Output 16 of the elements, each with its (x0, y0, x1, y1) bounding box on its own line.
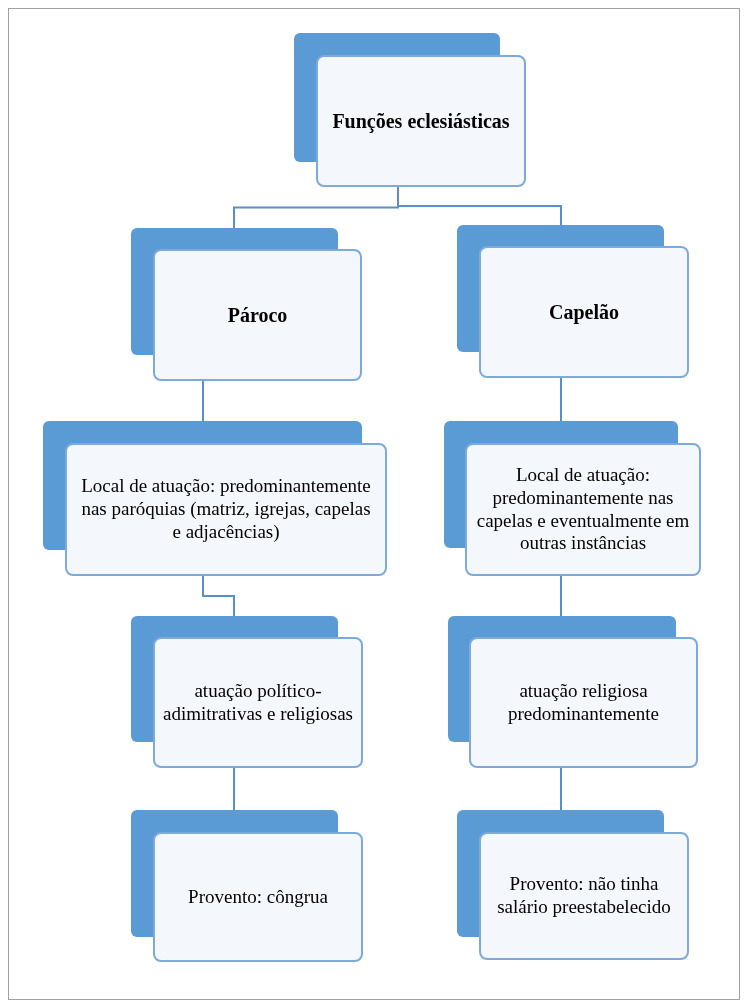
box-text: Pároco (227, 303, 288, 327)
box-text: Provento: não tinha salário preestabelecido (496, 873, 672, 919)
connector-line (560, 575, 562, 617)
connector-line (202, 575, 235, 617)
connector-line (397, 186, 562, 226)
box-text: Local de atuação: predominantemente nas capelas e eventualmente em outras instâncias (475, 463, 691, 556)
connector-line (202, 380, 204, 422)
connector-line (233, 767, 235, 811)
box-text: Capelão (549, 300, 619, 324)
connector-line (560, 377, 562, 422)
box-text: Provento: côngrua (188, 885, 328, 909)
box-text: atuação religiosa predominantemente (507, 679, 660, 726)
box-text: atuação político-adimitrativas e religiosas (163, 679, 353, 726)
box-text: Local de atuação: predominantemente nas paróquias (matriz, igrejas, capelas e adjacências) (80, 475, 372, 544)
connector-line (560, 767, 562, 811)
box-text: Funções eclesiásticas (332, 109, 510, 133)
